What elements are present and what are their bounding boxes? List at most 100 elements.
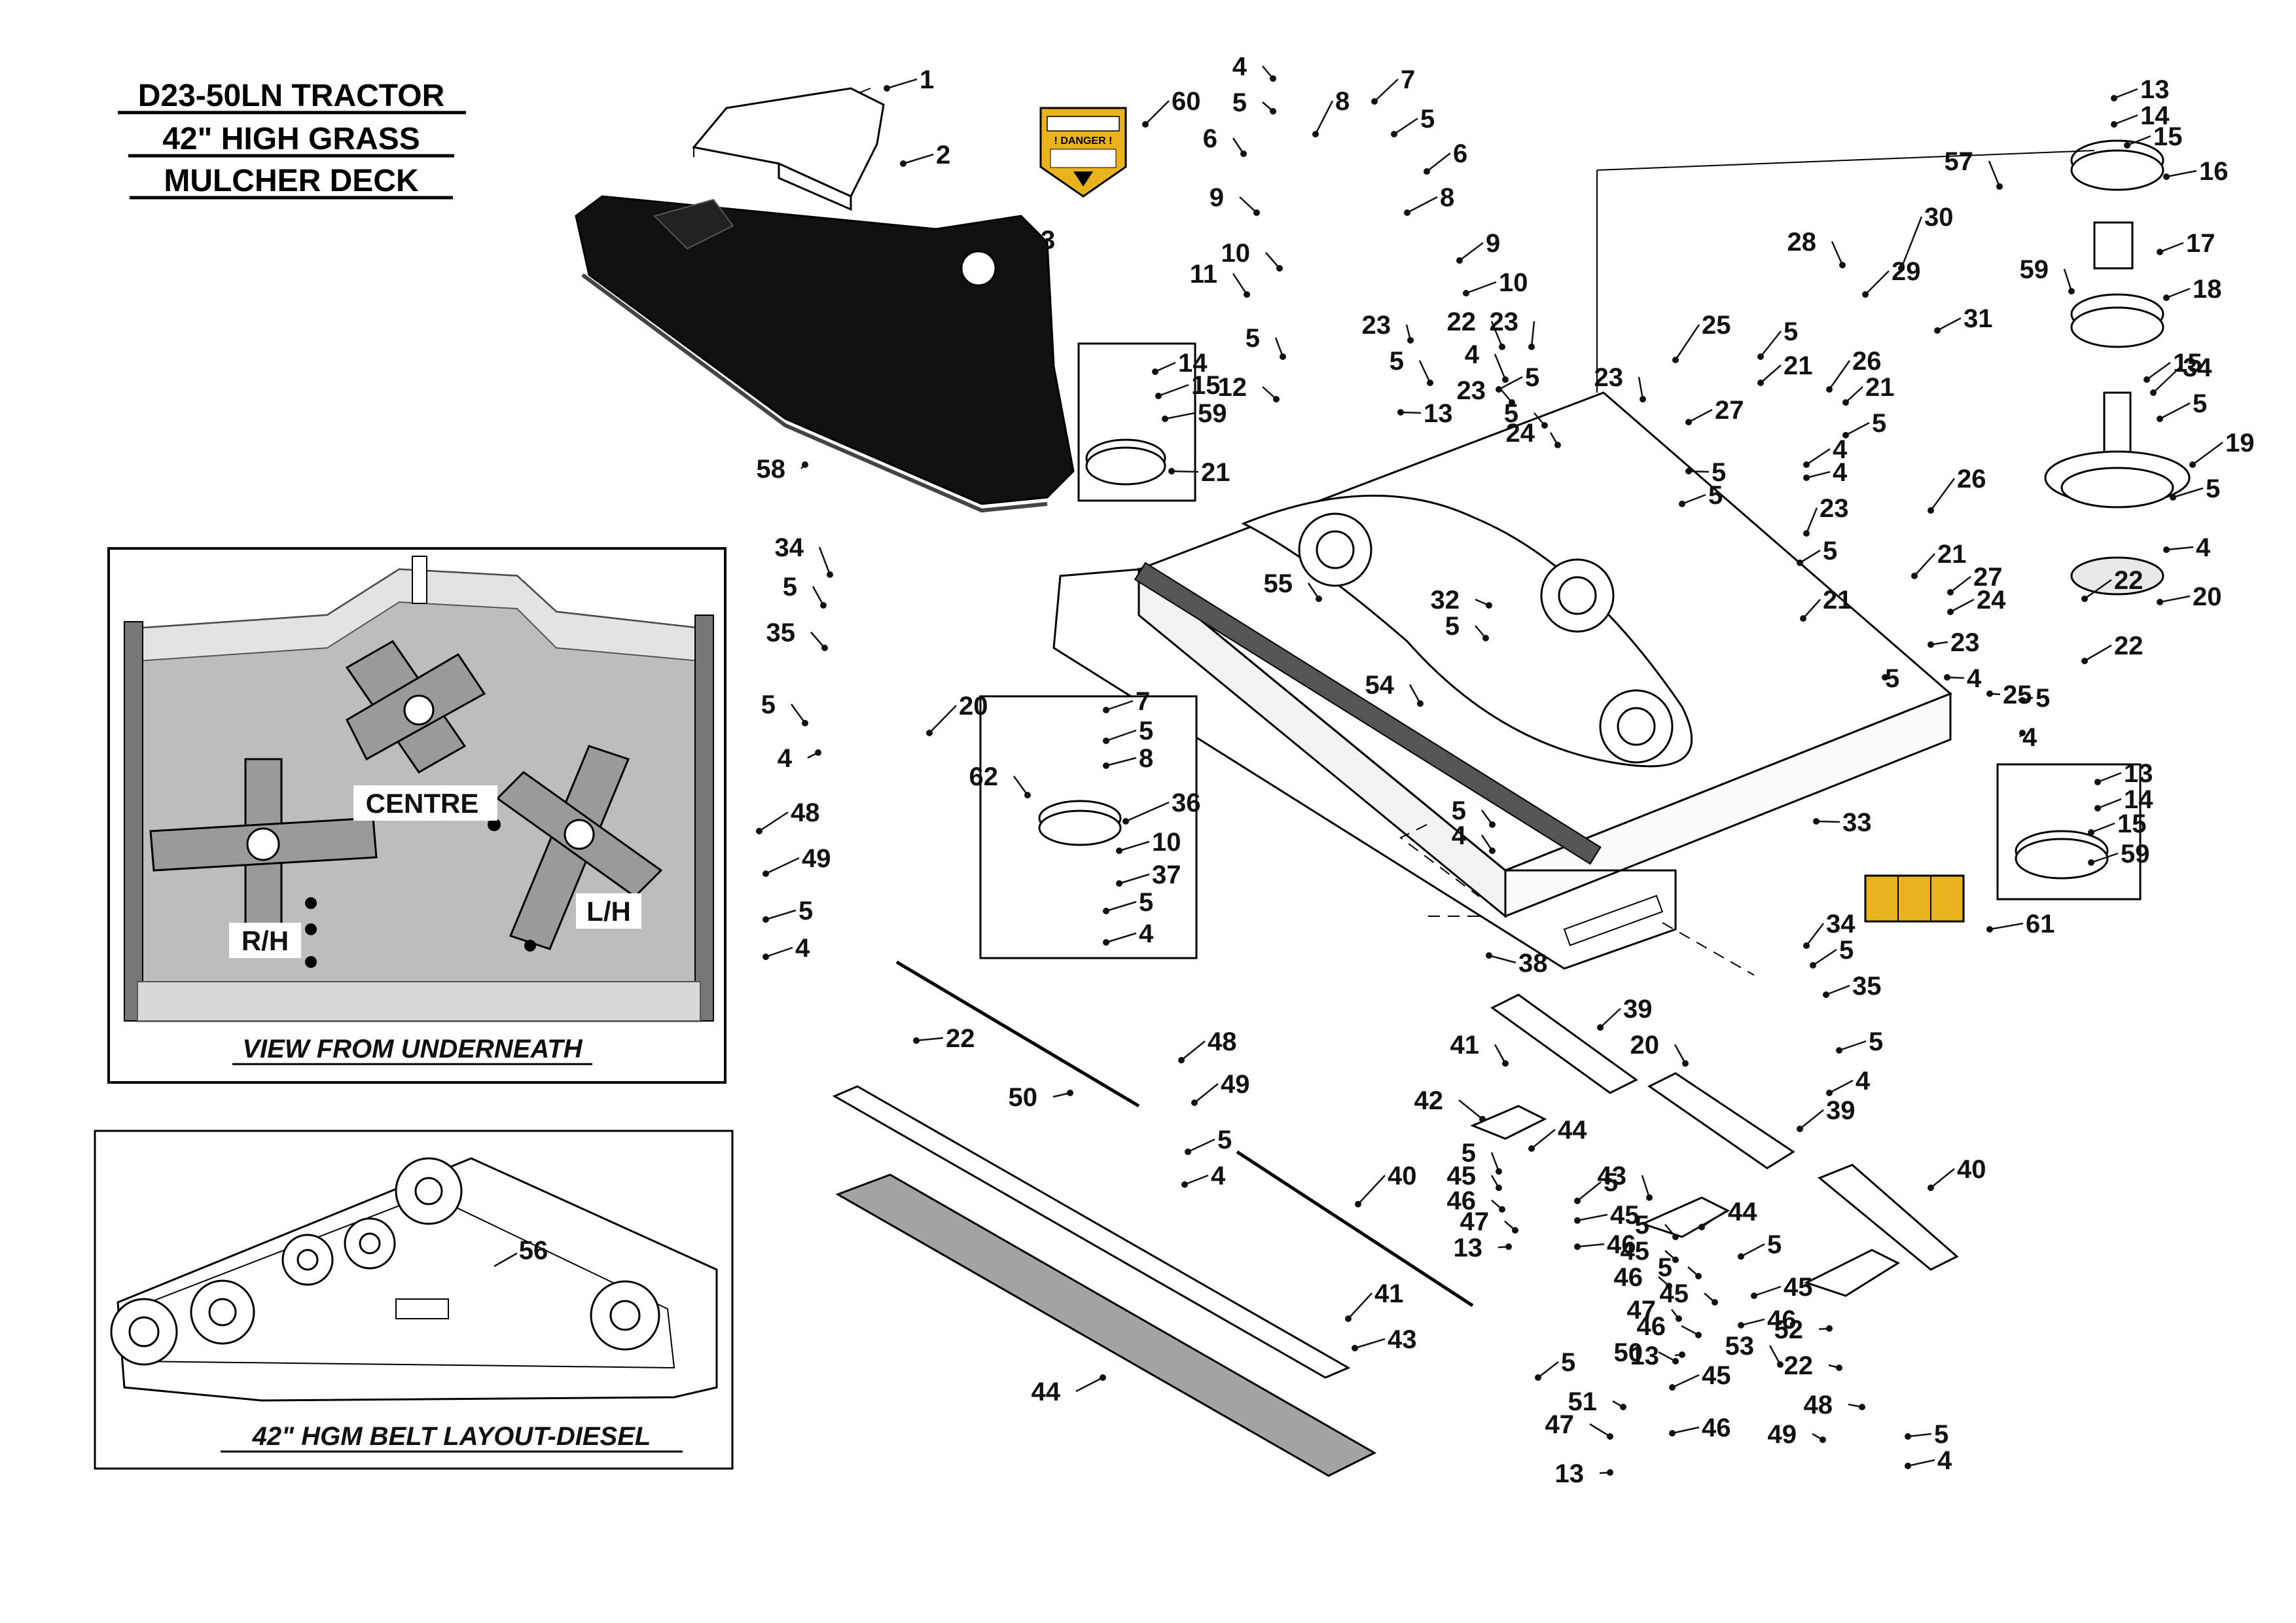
leader-line [1760, 330, 1782, 357]
callout-12: 12 [1218, 373, 1280, 402]
callout-number: 8 [1440, 183, 1454, 212]
leader-line [1577, 1181, 1602, 1202]
leader-line [2159, 402, 2191, 420]
callout-22: 22 [913, 1024, 975, 1053]
callout-number: 5 [1217, 1126, 1232, 1154]
leader-dot [1695, 1273, 1702, 1279]
callout-38: 38 [1486, 949, 1548, 978]
callout-8: 8 [1103, 744, 1153, 773]
callout-15: 15 [2088, 810, 2147, 838]
leader-line [1828, 360, 1851, 390]
leader-dot [1676, 1315, 1682, 1322]
leader-line [1013, 776, 1029, 796]
callout-25: 25 [1986, 681, 2032, 709]
callout-number: 27 [1973, 563, 2003, 592]
callout-27: 27 [1947, 563, 2003, 596]
leader-dot [2189, 461, 2196, 468]
leader-dot [1181, 1181, 1188, 1188]
callout-13: 13 [2111, 75, 2170, 104]
leader-dot [1162, 416, 1168, 422]
callout-47: 47 [1545, 1410, 1613, 1440]
callout-number: 5 [1885, 664, 1899, 693]
leader-dot [1482, 635, 1489, 641]
callout-30: 30 [1898, 203, 1954, 272]
leader-dot [1712, 1299, 1718, 1306]
callout-22: 22 [2081, 632, 2144, 664]
callout-45: 45 [1621, 1237, 1679, 1266]
leader-line [1145, 100, 1170, 125]
leader-line [2166, 287, 2191, 299]
callout-18: 18 [2163, 275, 2222, 304]
leader-line [818, 546, 831, 575]
callout-40: 40 [1355, 1162, 1417, 1207]
callout-number: 55 [1264, 569, 1293, 598]
leader-line [1119, 840, 1150, 852]
callout-4: 4 [1803, 435, 1848, 468]
callout-number: 50 [1009, 1083, 1038, 1112]
callout-number: 5 [2206, 474, 2220, 503]
callout-21: 21 [1800, 586, 1852, 622]
lh-blade-assembly [495, 745, 663, 950]
leader-dot [1276, 265, 1283, 272]
callout-number: 62 [969, 762, 999, 791]
leader-line [1806, 471, 1831, 479]
callout-number: 21 [1201, 458, 1230, 487]
callout-62: 62 [969, 762, 1031, 798]
leader-line [1164, 412, 1196, 420]
callout-5: 5 [1882, 664, 1899, 693]
leader-line [765, 909, 797, 921]
leader-line [1232, 273, 1248, 295]
callout-45: 45 [1751, 1273, 1813, 1302]
callout-number: 1 [920, 65, 934, 94]
callout-13: 13 [1630, 1342, 1685, 1370]
leader-line [1374, 79, 1399, 102]
label-lh: L/H [586, 896, 631, 927]
callout-number: 4 [1139, 919, 1154, 948]
leader-dot [2157, 599, 2163, 605]
leader-dot [1417, 700, 1424, 707]
callout-13: 13 [1397, 399, 1453, 428]
callout-1: 1 [884, 65, 934, 94]
callout-number: 31 [1964, 304, 1993, 333]
callout-number: 24 [1977, 586, 2006, 615]
callout-4: 4 [762, 934, 810, 963]
callout-50: 50 [1009, 1083, 1073, 1112]
leader-dot [1116, 880, 1122, 887]
leader-line [1348, 1293, 1372, 1319]
leader-dot [1666, 1283, 1672, 1289]
leader-dot [1345, 1315, 1352, 1322]
callout-number: 5 [1604, 1168, 1618, 1197]
callout-5: 5 [1658, 1253, 1702, 1282]
leader-dot [2150, 389, 2157, 396]
callout-number: 59 [1198, 399, 1227, 428]
callout-16: 16 [2163, 157, 2229, 186]
leader-dot [1803, 474, 1810, 481]
callout-54: 54 [1365, 671, 1424, 707]
callout-number: 21 [1865, 373, 1895, 402]
callout-43: 43 [1352, 1325, 1417, 1354]
leader-dot [1541, 422, 1548, 429]
leader-dot [2088, 829, 2094, 836]
callout-number: 4 [795, 934, 810, 963]
leader-line [1577, 1243, 1605, 1248]
leader-line [1187, 1138, 1215, 1153]
callout-number: 22 [2114, 632, 2144, 660]
callout-number: 23 [1490, 308, 1519, 336]
leader-line [1914, 553, 1935, 577]
leader-dot [2124, 142, 2130, 149]
leader-dot [762, 916, 769, 923]
callout-15: 15 [1155, 371, 1221, 400]
callout-49: 49 [1191, 1070, 1250, 1106]
leader-dot [1682, 1060, 1689, 1067]
leader-dot [1116, 847, 1122, 854]
callout-number: 46 [1702, 1414, 1731, 1442]
callout-28: 28 [1787, 228, 1846, 268]
callout-number: 15 [2153, 122, 2183, 151]
leader-line [2090, 852, 2119, 864]
callout-10: 10 [1116, 828, 1181, 857]
callout-44: 44 [1031, 1374, 1106, 1406]
callout-number: 5 [1445, 612, 1460, 641]
leader-line [1816, 820, 1840, 823]
leader-dot [1496, 386, 1502, 393]
